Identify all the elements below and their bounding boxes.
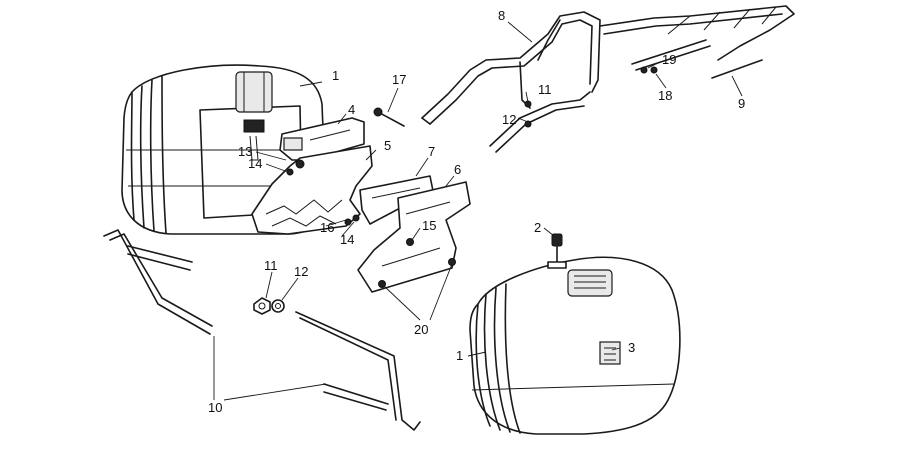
callout-1-left: 1 xyxy=(332,68,339,83)
callout-12-left: 12 xyxy=(294,264,308,279)
bolt-17 xyxy=(373,107,405,127)
callout-20: 20 xyxy=(414,322,428,337)
callout-7: 7 xyxy=(428,144,435,159)
right-case-emblem xyxy=(599,341,621,365)
washer-14b xyxy=(352,214,360,222)
callout-9: 9 xyxy=(738,96,745,111)
callout-18: 18 xyxy=(658,88,672,103)
callout-12-right: 12 xyxy=(502,112,516,127)
rear-subframe-8 xyxy=(421,11,601,153)
callout-6: 6 xyxy=(454,162,461,177)
callout-13: 13 xyxy=(238,144,252,159)
washer-12-right xyxy=(524,120,532,128)
bolt-15 xyxy=(406,238,414,246)
callout-19: 19 xyxy=(662,52,676,67)
lattice-bracket-left xyxy=(251,145,373,235)
case-handle xyxy=(235,71,273,113)
callout-8: 8 xyxy=(498,8,505,23)
callout-1-right: 1 xyxy=(456,348,463,363)
callout-15: 15 xyxy=(422,218,436,233)
callout-10: 10 xyxy=(208,400,222,415)
bolt-13 xyxy=(295,159,305,169)
side-bar-10-left xyxy=(103,229,213,335)
bushing-20b xyxy=(448,258,456,266)
washer-19 xyxy=(640,66,648,74)
leader-lines xyxy=(213,21,743,401)
lock-2 xyxy=(547,233,567,269)
callout-11-right: 11 xyxy=(538,82,552,97)
callout-14-upper: 14 xyxy=(248,156,262,171)
callout-11-left: 11 xyxy=(264,258,278,273)
callout-2: 2 xyxy=(534,220,541,235)
callout-labels: 1 1 2 3 4 5 6 7 8 9 10 11 11 12 12 13 14… xyxy=(208,8,745,415)
callout-14-lower: 14 xyxy=(340,232,354,247)
mounting-bracket-plate-4 xyxy=(279,117,365,161)
washer-12-left xyxy=(271,299,285,313)
callout-5: 5 xyxy=(384,138,391,153)
case-lock-left xyxy=(243,119,265,133)
bushing-20a xyxy=(378,280,386,288)
luggage-rack-9 xyxy=(599,5,795,79)
callout-4: 4 xyxy=(348,102,355,117)
callout-16: 16 xyxy=(320,220,334,235)
bolt-18 xyxy=(650,66,658,74)
right-pannier-case xyxy=(469,256,681,435)
right-case-handle xyxy=(567,269,613,297)
callout-3: 3 xyxy=(628,340,635,355)
side-bar-10-right xyxy=(295,311,421,431)
nut-16 xyxy=(344,218,352,226)
callout-17: 17 xyxy=(392,72,406,87)
nut-11-left xyxy=(253,297,271,315)
